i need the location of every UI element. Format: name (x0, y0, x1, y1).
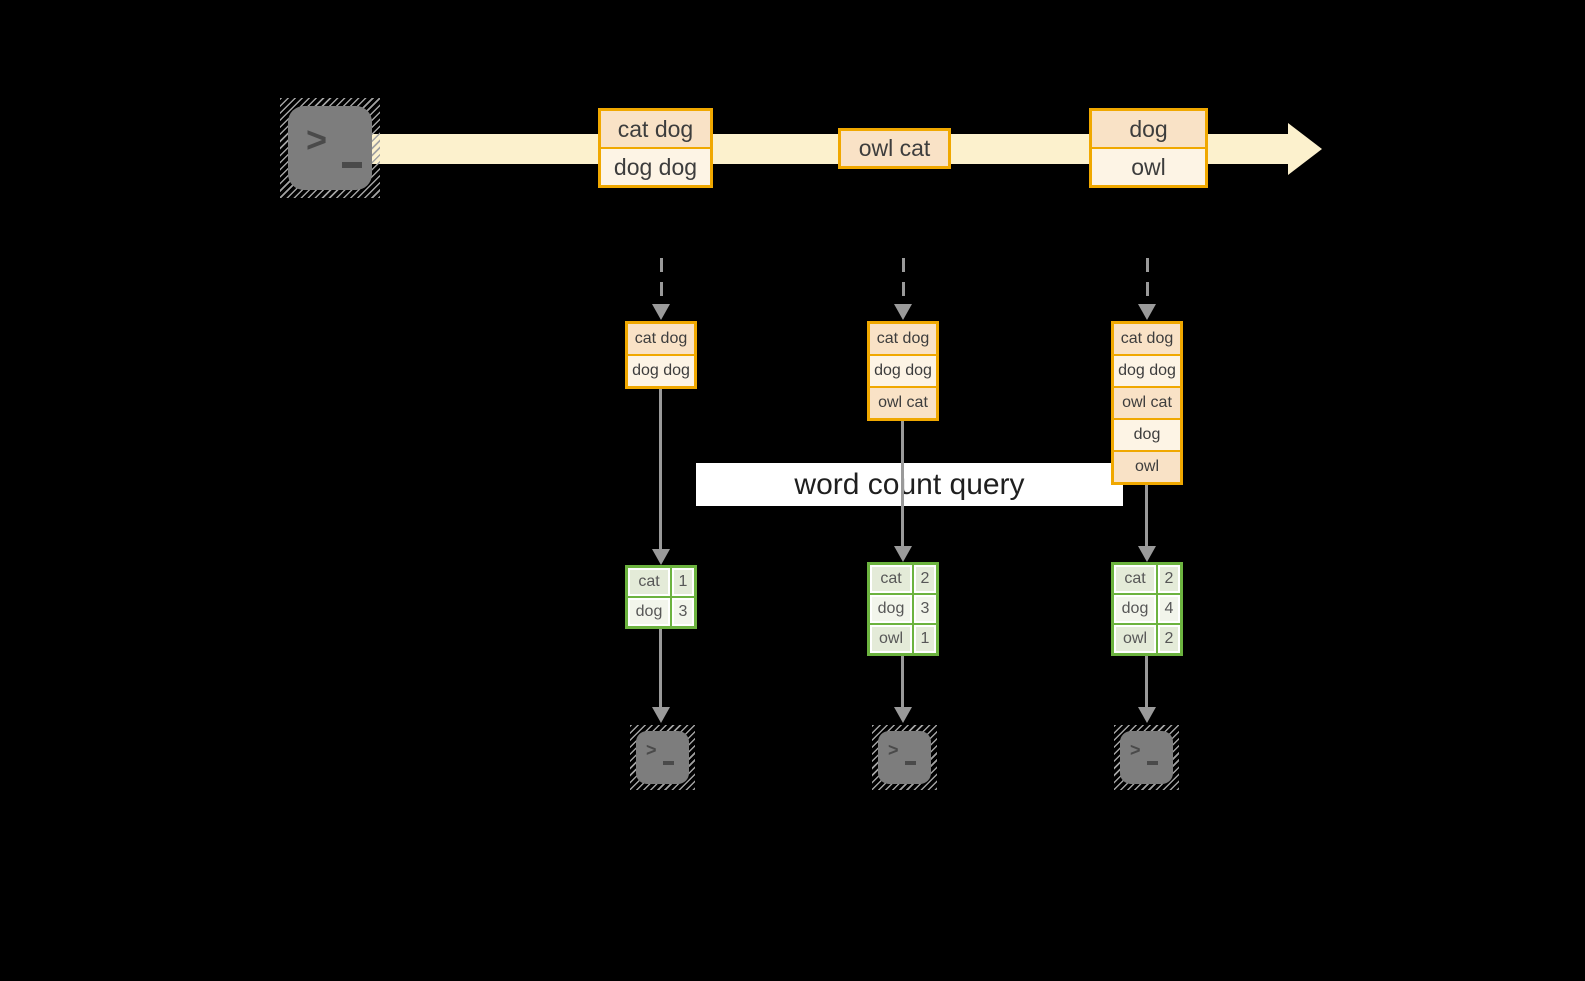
query-arrow-line (901, 421, 904, 546)
batch-stack-3: cat dog dog dog owl cat dog owl (1111, 321, 1183, 485)
batch-line: cat dog (628, 324, 694, 354)
output-arrow-line (659, 629, 662, 707)
prompt-chevron-icon: > (646, 740, 657, 760)
count-value-cell: 2 (1158, 565, 1180, 593)
count-word-cell: cat (870, 565, 912, 593)
batch-line: owl cat (870, 386, 936, 418)
prompt-cursor-icon (905, 761, 916, 765)
count-word-cell: cat (1114, 565, 1156, 593)
count-table-2: cat 2 dog 3 owl 1 (867, 562, 939, 656)
terminal-screen: > (288, 106, 372, 190)
count-word-cell: dog (628, 598, 670, 626)
count-value-cell: 3 (672, 598, 694, 626)
source-terminal-icon: > (280, 98, 380, 198)
count-word-cell: owl (1114, 625, 1156, 653)
sink-terminal-icon: > (1114, 725, 1179, 790)
stream-timeline-arrowhead-icon (1288, 123, 1322, 175)
count-value-cell: 1 (672, 568, 694, 596)
event-line: dog dog (601, 147, 710, 185)
batch-line: owl cat (1114, 386, 1180, 418)
count-value-cell: 2 (1158, 625, 1180, 653)
count-word-cell: cat (628, 568, 670, 596)
dashed-arrowhead-icon (1138, 304, 1156, 320)
count-table-1: cat 1 dog 3 (625, 565, 697, 629)
batch-line: owl (1114, 450, 1180, 482)
output-arrowhead-icon (894, 707, 912, 723)
query-arrowhead-icon (1138, 546, 1156, 562)
count-value-cell: 3 (914, 595, 936, 623)
query-arrowhead-icon (652, 549, 670, 565)
terminal-screen: > (878, 731, 931, 784)
batch-line: cat dog (870, 324, 936, 354)
stream-event-box-2: owl cat (838, 128, 951, 169)
batch-line: cat dog (1114, 324, 1180, 354)
stream-event-box-3: dog owl (1089, 108, 1208, 188)
count-value-cell: 1 (914, 625, 936, 653)
output-arrowhead-icon (652, 707, 670, 723)
prompt-chevron-icon: > (888, 740, 899, 760)
batch-stack-2: cat dog dog dog owl cat (867, 321, 939, 421)
query-arrow-line (1145, 485, 1148, 546)
sink-terminal-icon: > (872, 725, 937, 790)
output-arrow-line (1145, 656, 1148, 707)
batch-line: dog dog (870, 354, 936, 386)
count-word-cell: dog (1114, 595, 1156, 623)
event-line: dog (1092, 111, 1205, 147)
prompt-chevron-icon: > (1130, 740, 1141, 760)
stream-event-box-1: cat dog dog dog (598, 108, 713, 188)
dashed-arrow-line (660, 258, 663, 304)
count-word-cell: dog (870, 595, 912, 623)
count-word-cell: owl (870, 625, 912, 653)
prompt-cursor-icon (663, 761, 674, 765)
terminal-screen: > (1120, 731, 1173, 784)
count-value-cell: 2 (914, 565, 936, 593)
prompt-cursor-icon (1147, 761, 1158, 765)
sink-terminal-icon: > (630, 725, 695, 790)
batch-line: dog dog (1114, 354, 1180, 386)
query-arrowhead-icon (894, 546, 912, 562)
prompt-chevron-icon: > (306, 119, 328, 160)
dashed-arrowhead-icon (652, 304, 670, 320)
count-value-cell: 4 (1158, 595, 1180, 623)
dashed-arrow-line (1146, 258, 1149, 304)
output-arrow-line (901, 656, 904, 707)
event-line: owl cat (841, 131, 948, 166)
word-count-query-banner: word count query (696, 463, 1123, 506)
batch-stack-1: cat dog dog dog (625, 321, 697, 389)
count-table-3: cat 2 dog 4 owl 2 (1111, 562, 1183, 656)
dashed-arrow-line (902, 258, 905, 304)
query-arrow-line (659, 389, 662, 549)
event-line: owl (1092, 147, 1205, 185)
event-line: cat dog (601, 111, 710, 147)
prompt-cursor-icon (342, 162, 362, 168)
terminal-screen: > (636, 731, 689, 784)
batch-line: dog dog (628, 354, 694, 386)
output-arrowhead-icon (1138, 707, 1156, 723)
batch-line: dog (1114, 418, 1180, 450)
dashed-arrowhead-icon (894, 304, 912, 320)
